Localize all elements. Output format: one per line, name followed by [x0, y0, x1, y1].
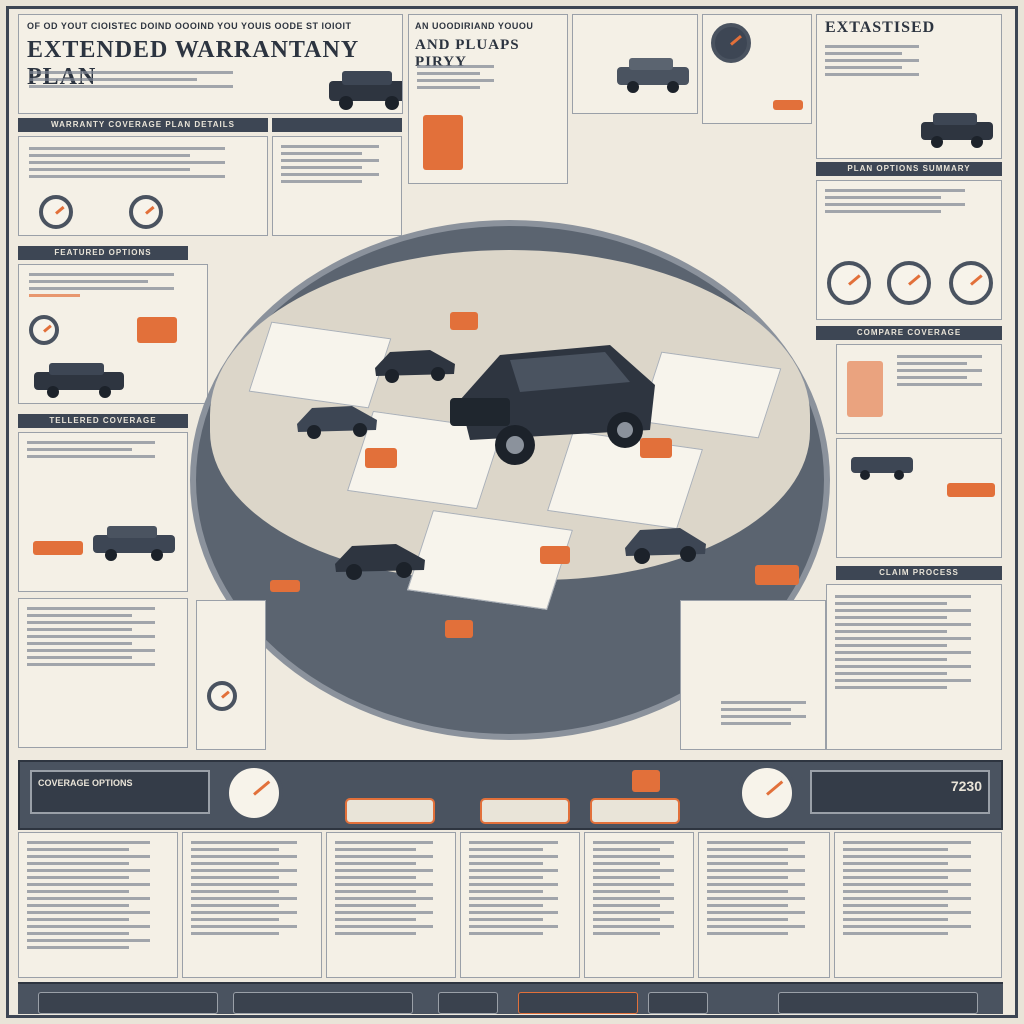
accent-chip	[445, 620, 473, 638]
accent-chip	[847, 361, 883, 417]
center-kicker: AN UOODIRIAND YOUOU	[415, 21, 534, 31]
accent-chip	[365, 448, 397, 468]
footer-bar	[18, 982, 1003, 1014]
main-suv-icon	[440, 320, 670, 475]
footer-button[interactable]	[233, 992, 413, 1014]
section-bar-left-1b	[272, 118, 402, 132]
sedan-icon	[292, 396, 382, 445]
right-info-panel-3	[836, 438, 1002, 558]
right-title-panel: EXTASTISED	[816, 14, 1002, 159]
bottom-col-1	[18, 832, 178, 978]
center-title-panel: AN UOODIRIAND YOUOU AND PLUAPS PIRYY	[408, 14, 568, 184]
footer-button[interactable]	[648, 992, 708, 1014]
gauge-icon	[887, 261, 931, 305]
tire-icon	[711, 23, 751, 63]
top-vehicle-panel	[572, 14, 698, 114]
right-info-panel-2	[836, 344, 1002, 434]
section-bar-left-3: TELLERED COVERAGE	[18, 414, 188, 428]
suv-icon	[29, 360, 129, 403]
title-panel: OF OD YOUT CIOISTEC DOIND OOOIND YOU YOU…	[18, 14, 403, 114]
bottom-col-4	[460, 832, 580, 978]
left-info-panel-1	[18, 136, 268, 236]
gauge-icon	[129, 195, 163, 229]
left-info-panel-4	[18, 432, 188, 592]
mid-right-panel	[680, 600, 826, 750]
dash-value: 7230	[950, 778, 982, 794]
accent-chip	[540, 546, 570, 564]
gauge-icon	[949, 261, 993, 305]
gauge-icon	[827, 261, 871, 305]
dashboard-band: COVERAGE OPTIONS 7230	[18, 760, 1003, 830]
suv-icon	[324, 67, 402, 113]
right-info-panel-4	[826, 584, 1002, 750]
mid-left-panel	[196, 600, 266, 750]
bottom-col-2	[182, 832, 322, 978]
section-bar-left-2: FEATURED OPTIONS	[18, 246, 188, 260]
section-bar-left-1: WARRANTY COVERAGE PLAN DETAILS	[18, 118, 268, 132]
accent-chip	[450, 312, 478, 330]
footer-button[interactable]	[778, 992, 978, 1014]
section-bar-right-2: COMPARE COVERAGE	[816, 326, 1002, 340]
accent-chip	[947, 483, 995, 497]
title-text-lines	[29, 71, 269, 92]
footer-button[interactable]	[38, 992, 218, 1014]
dash-coverage-box: COVERAGE OPTIONS	[30, 770, 210, 814]
accent-chip	[640, 438, 672, 458]
gauge-icon	[738, 764, 796, 822]
clock-icon	[225, 764, 283, 822]
bottom-col-3	[326, 832, 456, 978]
accent-chip	[632, 770, 660, 792]
accent-chip	[137, 317, 177, 343]
suv-icon	[847, 447, 917, 486]
bottom-col-6	[698, 832, 830, 978]
gauge-icon	[39, 195, 73, 229]
accent-chip	[33, 541, 83, 555]
section-bar-right-3: CLAIM PROCESS	[836, 566, 1002, 580]
bottom-col-7	[834, 832, 1002, 978]
bottom-col-5	[584, 832, 694, 978]
accent-chip	[270, 580, 300, 592]
left-info-panel-2	[272, 136, 402, 236]
gauge-icon	[29, 315, 59, 345]
plan-tag-1[interactable]	[345, 798, 435, 824]
suv-icon	[89, 523, 179, 568]
right-info-panel-1	[816, 180, 1002, 320]
left-info-panel-3	[18, 264, 208, 404]
suv-icon	[613, 55, 693, 100]
section-bar-right-1: PLAN OPTIONS SUMMARY	[816, 162, 1002, 176]
dash-coverage-label: COVERAGE OPTIONS	[38, 778, 133, 788]
footer-button[interactable]	[438, 992, 498, 1014]
accent-chip	[423, 115, 463, 170]
sedan-icon	[330, 532, 430, 587]
gauge-icon	[207, 681, 237, 711]
footer-button[interactable]	[518, 992, 638, 1014]
sedan-icon	[370, 340, 460, 389]
suv-icon	[917, 110, 997, 155]
plan-tag-2[interactable]	[480, 798, 570, 824]
sedan-icon	[620, 516, 710, 571]
plan-tag-3[interactable]	[590, 798, 680, 824]
accent-chip	[755, 565, 799, 585]
title-kicker: OF OD YOUT CIOISTEC DOIND OOOIND YOU YOU…	[27, 21, 352, 31]
accent-chip	[773, 100, 803, 110]
right-title: EXTASTISED	[825, 19, 936, 36]
dash-value-box: 7230	[810, 770, 990, 814]
gauge-panel	[702, 14, 812, 124]
left-info-panel-5	[18, 598, 188, 748]
